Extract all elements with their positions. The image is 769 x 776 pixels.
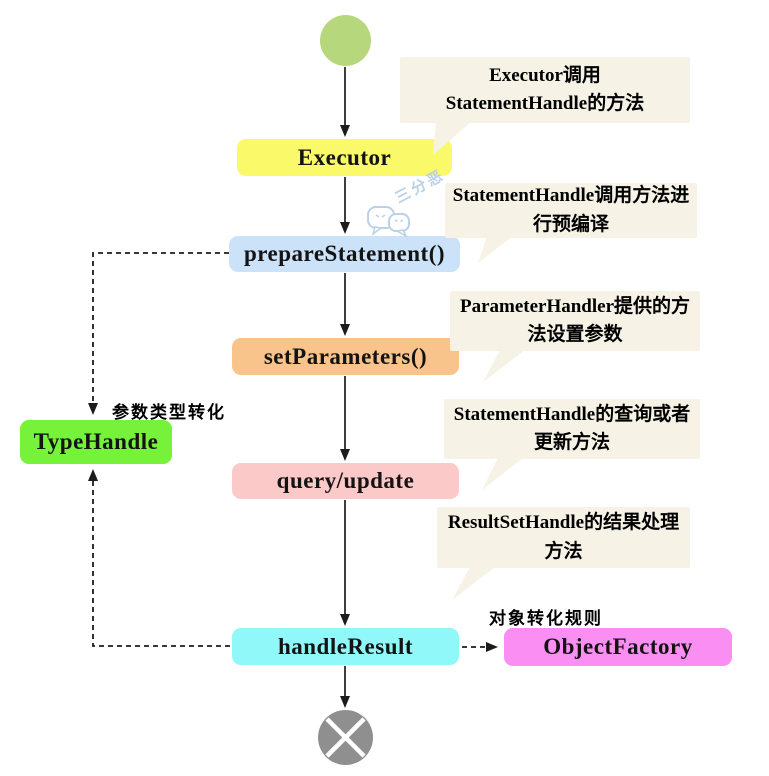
start-node — [320, 15, 371, 66]
callout-executor-line2: StatementHandle的方法 — [445, 93, 645, 114]
node-executor-label: Executor — [297, 144, 392, 170]
callout-setparams-line1: ParameterHandler提供的方 — [459, 295, 691, 317]
wechat-icon — [367, 206, 410, 238]
callout-tail-3 — [483, 350, 525, 382]
node-type-handle-label: TypeHandle — [33, 429, 159, 454]
callout-prepare-line1: StatementHandle调用方法进 — [452, 185, 690, 206]
node-set-parameters-label: setParameters() — [263, 343, 428, 369]
callout-query-line1: StatementHandle的查询或者 — [453, 403, 691, 425]
dashed-prepare-to-typehandle — [88, 252, 229, 415]
callout-tail-5 — [452, 567, 495, 600]
end-node — [318, 710, 373, 765]
node-executor: Executor — [237, 139, 452, 176]
node-query-update-label: query/update — [276, 468, 415, 493]
node-prepare-statement-label: prepareStatement() — [243, 241, 446, 266]
callout-tail-4 — [482, 458, 523, 490]
node-set-parameters: setParameters() — [232, 338, 459, 375]
callout-setparams: ParameterHandler提供的方 法设置参数 — [450, 291, 700, 351]
node-object-factory: ObjectFactory — [504, 628, 732, 666]
callout-executor: Executor调用 StatementHandle的方法 — [400, 57, 690, 123]
node-handle-result-label: handleResult — [277, 633, 414, 659]
edge-label-object-convert: 对象转化规则 — [489, 609, 603, 628]
callout-prepare: StatementHandle调用方法进 行预编译 — [445, 183, 697, 238]
edge-label-type-convert: 参数类型转化 — [112, 403, 226, 422]
callout-query: StatementHandle的查询或者 更新方法 — [444, 399, 700, 459]
node-query-update: query/update — [232, 463, 459, 499]
callout-handleresult-line1: ResultSetHandle的结果处理 — [447, 512, 680, 533]
watermark: 三分恶 — [360, 167, 460, 244]
callout-handleresult: ResultSetHandle的结果处理 方法 — [437, 507, 690, 568]
node-type-handle: TypeHandle — [20, 420, 172, 464]
callout-setparams-line2: 法设置参数 — [527, 324, 623, 345]
callout-prepare-line2: 行预编译 — [532, 213, 609, 235]
callout-handleresult-line2: 方法 — [544, 540, 583, 562]
dashed-handleresult-to-typehandle — [88, 469, 230, 647]
node-prepare-statement: prepareStatement() — [229, 236, 460, 272]
callout-executor-line1: Executor调用 — [489, 64, 601, 86]
callout-query-line2: 更新方法 — [533, 432, 610, 453]
node-object-factory-label: ObjectFactory — [543, 634, 693, 659]
node-handle-result: handleResult — [232, 628, 459, 665]
callout-tail-2 — [478, 236, 513, 263]
